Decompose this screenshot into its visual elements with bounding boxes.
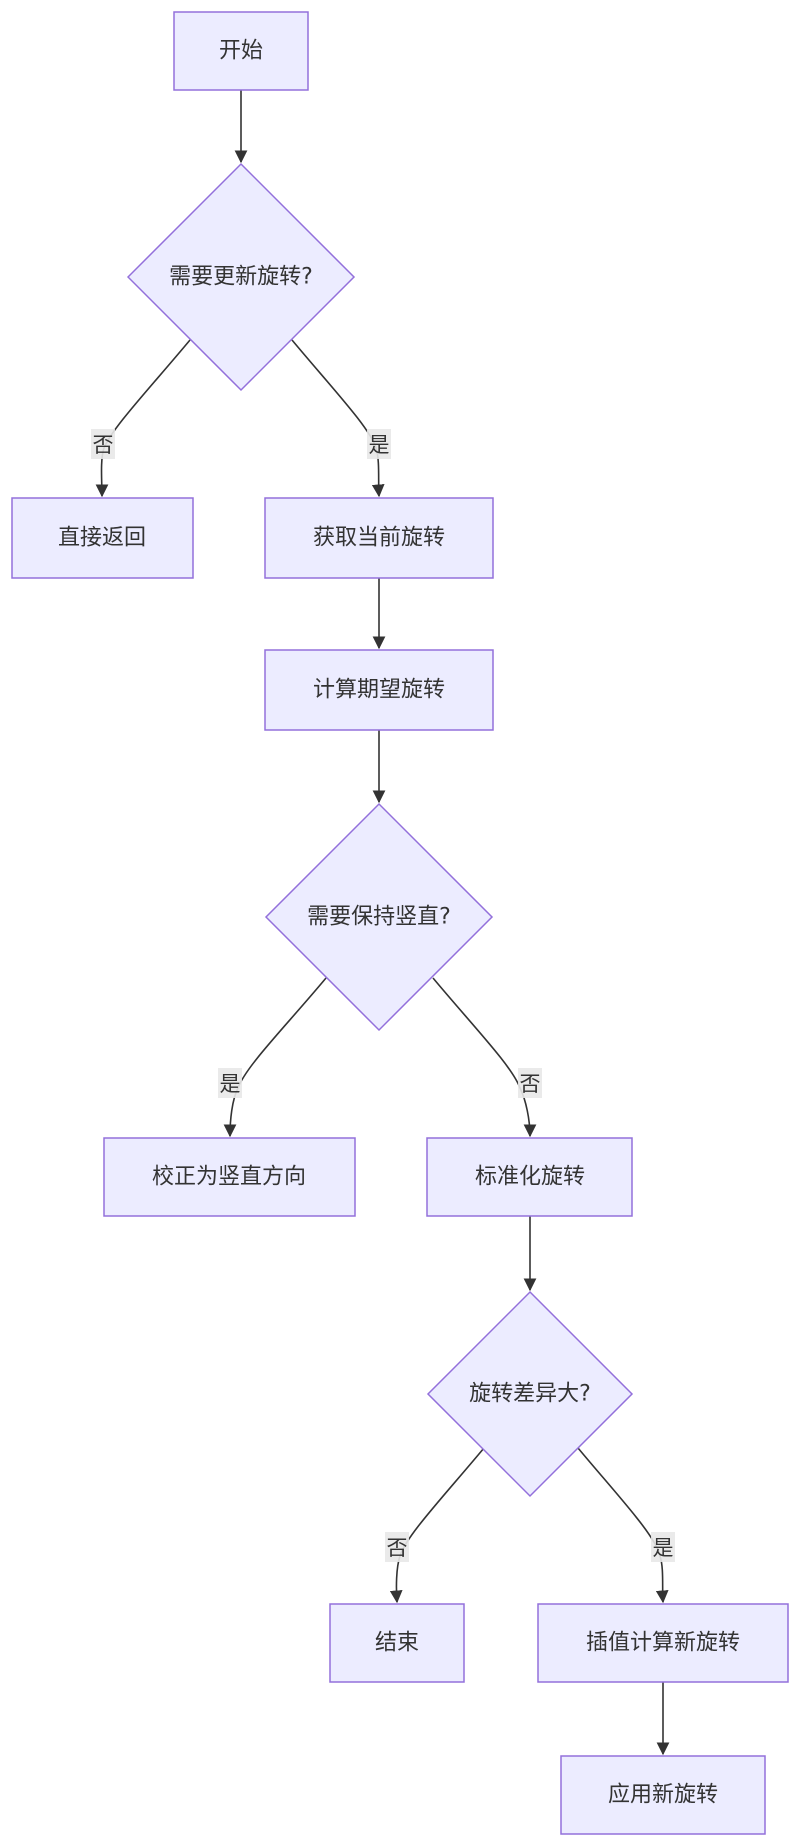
edge-diff-no: [389, 1447, 485, 1604]
edge-label-update-no: 否: [91, 429, 115, 459]
edge-label-diff-yes: 是: [651, 1532, 675, 1562]
node-interpolate[interactable]: 插值计算新旋转: [537, 1603, 789, 1683]
node-diff-large[interactable]: 旋转差异大?: [426, 1290, 634, 1498]
node-label: 直接返回: [58, 526, 146, 551]
node-need-update[interactable]: 需要更新旋转?: [126, 162, 356, 392]
node-keep-vertical[interactable]: 需要保持竖直?: [264, 802, 494, 1032]
node-normalize[interactable]: 标准化旋转: [426, 1137, 633, 1217]
edge-label-text: 否: [387, 1536, 408, 1560]
edge-label-update-yes: 是: [367, 429, 391, 459]
node-label: 计算期望旋转: [313, 678, 445, 703]
edge-label-text: 否: [93, 433, 114, 457]
edge-label-text: 是: [369, 433, 390, 457]
node-label: 需要保持竖直?: [307, 905, 451, 930]
node-start[interactable]: 开始: [173, 11, 309, 91]
node-label: 需要更新旋转?: [169, 265, 313, 290]
node-return-direct[interactable]: 直接返回: [11, 497, 194, 579]
edge-label-diff-no: 否: [385, 1532, 409, 1562]
edge-label-text: 是: [220, 1072, 241, 1096]
node-label: 结束: [375, 1631, 419, 1656]
node-get-current[interactable]: 获取当前旋转: [264, 497, 494, 579]
node-label: 应用新旋转: [608, 1783, 718, 1808]
node-label: 获取当前旋转: [313, 526, 445, 551]
node-correct-vertical[interactable]: 校正为竖直方向: [103, 1137, 356, 1217]
edge-keep-vertical-yes: [223, 977, 327, 1138]
edge-diff-yes: [577, 1447, 669, 1604]
edge-label-text: 是: [653, 1536, 674, 1560]
edge-need-update-yes: [291, 339, 385, 498]
node-apply[interactable]: 应用新旋转: [560, 1755, 766, 1835]
edge-need-update-no: [95, 339, 191, 498]
edge-label-vertical-no: 否: [518, 1068, 542, 1098]
edge-label-text: 否: [520, 1072, 541, 1096]
node-label: 标准化旋转: [475, 1165, 585, 1190]
node-label: 旋转差异大?: [469, 1382, 591, 1407]
nodes: 开始 需要更新旋转? 直接返回 获取当前旋转 计算期望旋转 需要保持竖直? 校正…: [11, 11, 789, 1835]
node-label: 校正为竖直方向: [152, 1165, 306, 1190]
node-calc-desired[interactable]: 计算期望旋转: [264, 649, 494, 731]
node-label: 开始: [219, 39, 263, 64]
node-end[interactable]: 结束: [329, 1603, 465, 1683]
node-label: 插值计算新旋转: [586, 1631, 740, 1656]
edge-label-vertical-yes: 是: [218, 1068, 242, 1098]
edge-keep-vertical-no: [432, 977, 537, 1138]
edge-labels: 否 是 是 否 否 是: [91, 429, 675, 1562]
